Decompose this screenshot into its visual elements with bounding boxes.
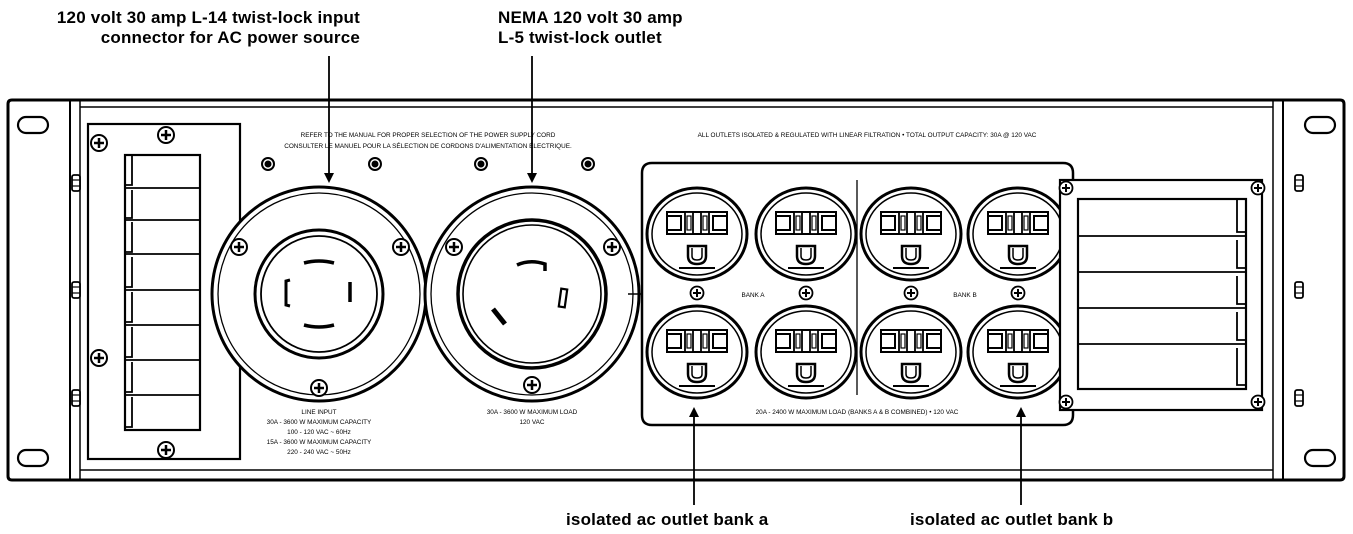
callout-l5-line1: NEMA 120 volt 30 amp (498, 8, 683, 27)
outlet-bank-panel (628, 161, 1075, 427)
connector-screw-icon (391, 237, 411, 257)
line-input-spec4: 220 - 240 VAC ~ 50Hz (287, 449, 351, 456)
callout-l14-line2: connector for AC power source (100, 28, 360, 47)
connector-screw-icon (309, 378, 329, 398)
indicator-dots (261, 157, 595, 171)
callout-l5-line2: L-5 twist-lock outlet (498, 28, 662, 47)
side-knob-icon (1294, 174, 1304, 192)
duplex-outlet-icon (966, 186, 1070, 282)
rack-slot-icon (16, 448, 50, 468)
cord-notice-line2: CONSULTER LE MANUEL POUR LA SÉLECTION DE… (284, 141, 572, 150)
outlet-screw-icon (444, 237, 464, 257)
bank-screw-icon (689, 285, 705, 301)
line-input-title: LINE INPUT (301, 409, 336, 416)
callout-l14-connector: 120 volt 30 amp L-14 twist-lock input co… (34, 8, 360, 48)
l5-rating-line2: 120 VAC (519, 419, 544, 426)
bank-screw-icon (1010, 285, 1026, 301)
callout-bank-a: isolated ac outlet bank a (566, 510, 769, 529)
side-knob-icon (71, 174, 81, 192)
l14-input-connector (210, 185, 428, 403)
cord-notice-line1: REFER TO THE MANUAL FOR PROPER SELECTION… (301, 132, 556, 139)
callout-l5-outlet: NEMA 120 volt 30 amp L-5 twist-lock outl… (498, 8, 683, 48)
side-knob-icon (1294, 281, 1304, 299)
duplex-outlet-icon (859, 304, 963, 400)
banks-rating: 20A - 2400 W MAXIMUM LOAD (BANKS A & B C… (756, 409, 959, 416)
duplex-outlet-icon (645, 186, 749, 282)
panel-screw-icon (1250, 180, 1266, 196)
duplex-outlet-icon (859, 186, 963, 282)
panel-screw-icon (156, 440, 176, 460)
bank-a-label: BANK A (741, 292, 765, 299)
panel-screw-icon (156, 125, 176, 145)
connector-screw-icon (229, 237, 249, 257)
line-input-spec1: 30A - 3600 W MAXIMUM CAPACITY (267, 419, 372, 426)
callout-bank-b: isolated ac outlet bank b (910, 510, 1114, 529)
right-vent-panel (1058, 178, 1266, 412)
panel-screw-icon (1058, 180, 1074, 196)
bank-screw-icon (798, 285, 814, 301)
outlets-notice: ALL OUTLETS ISOLATED & REGULATED WITH LI… (698, 132, 1037, 139)
line-input-spec2: 100 - 120 VAC ~ 60Hz (287, 429, 351, 436)
duplex-outlet-icon (754, 186, 858, 282)
panel-text: REFER TO THE MANUAL FOR PROPER SELECTION… (267, 132, 1037, 456)
panel-screw-icon (1250, 394, 1266, 410)
side-knob-icon (71, 389, 81, 407)
side-knob-icon (1294, 389, 1304, 407)
l5-rating-line1: 30A - 3600 W MAXIMUM LOAD (487, 409, 578, 416)
panel-screw-icon (89, 133, 109, 153)
callout-l14-line1: 120 volt 30 amp L-14 twist-lock input (56, 8, 360, 27)
side-knob-icon (71, 281, 81, 299)
duplex-outlet-icon (966, 304, 1070, 400)
duplex-outlet-icon (754, 304, 858, 400)
l5-twist-lock-outlet (423, 185, 641, 403)
panel-screw-icon (1058, 394, 1074, 410)
rack-slot-icon (1303, 115, 1337, 135)
panel-screw-icon (89, 348, 109, 368)
bank-b-label: BANK B (953, 292, 976, 299)
line-input-spec3: 15A - 3600 W MAXIMUM CAPACITY (267, 439, 372, 446)
rack-slot-icon (16, 115, 50, 135)
outlet-screw-icon (602, 237, 622, 257)
duplex-outlet-icon (645, 304, 749, 400)
callout-arrows (324, 56, 1026, 505)
bank-screw-icon (903, 285, 919, 301)
outlet-screw-icon (522, 375, 542, 395)
rack-slot-icon (1303, 448, 1337, 468)
